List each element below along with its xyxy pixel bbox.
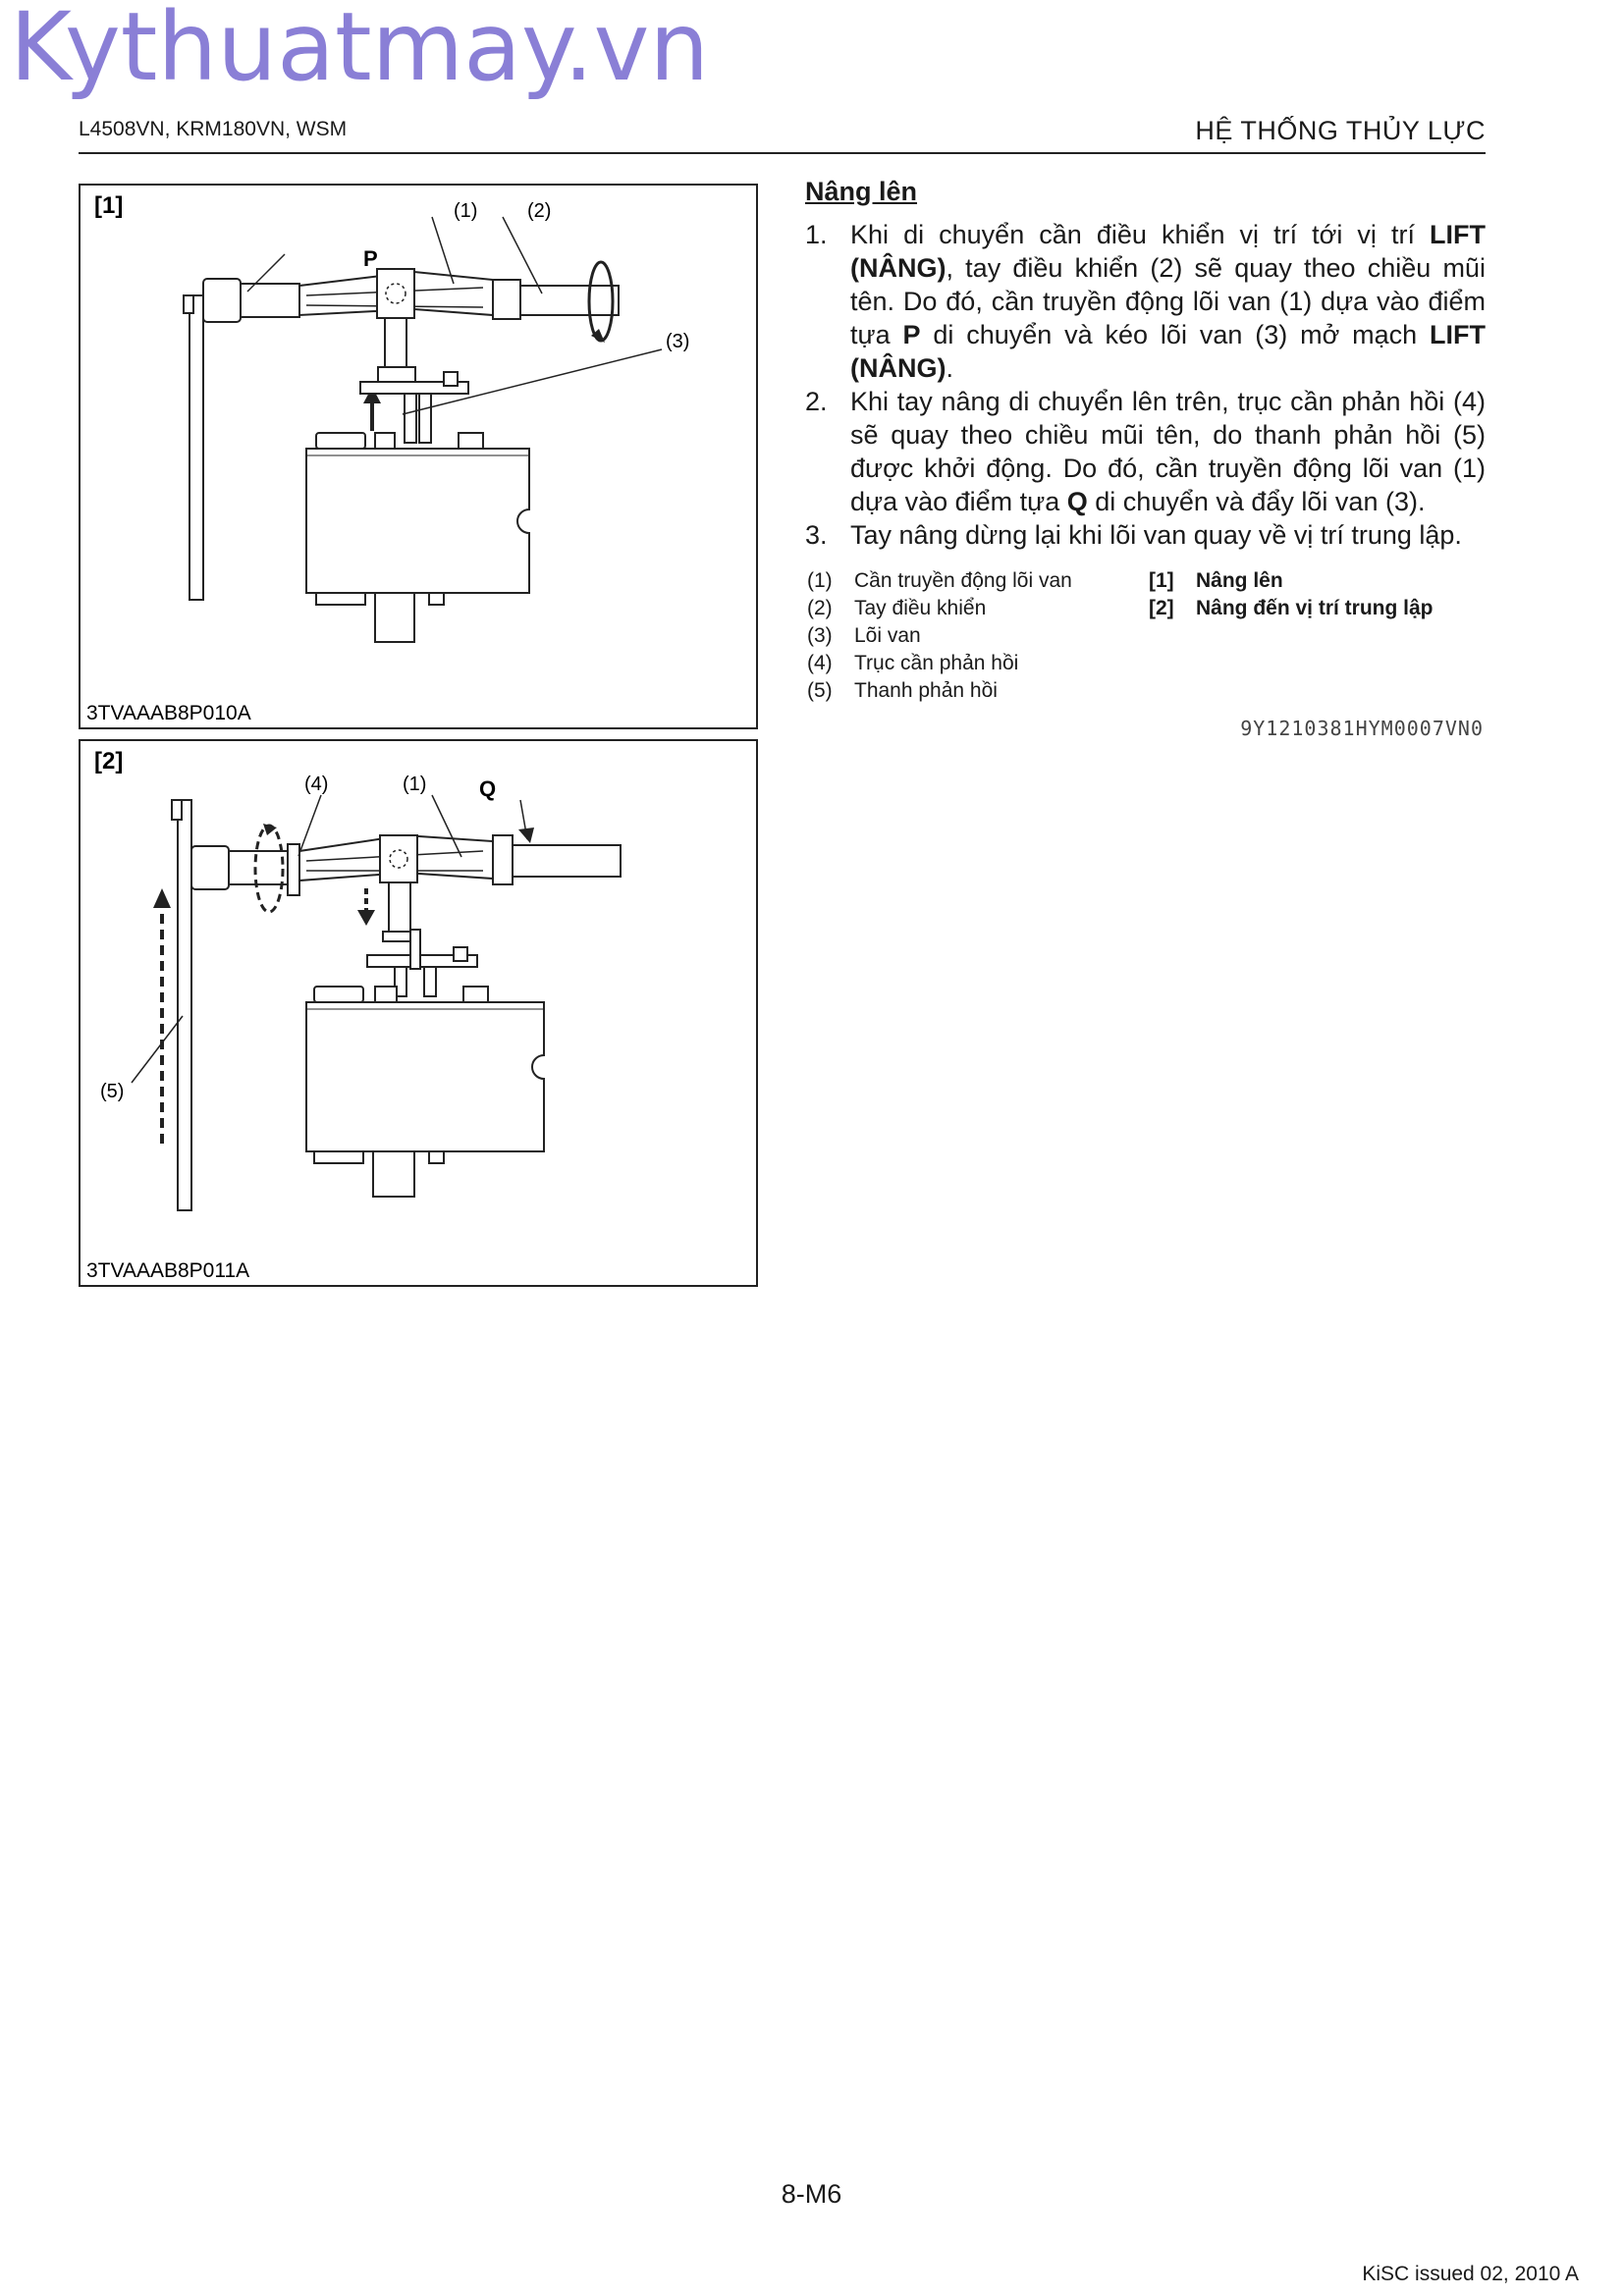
legend-row: [1] Nâng lên — [1149, 567, 1502, 595]
watermark: Kythuatmay.vn — [10, 0, 710, 102]
figure-2-label: [2] — [94, 748, 123, 774]
legend-key: [1] — [1149, 569, 1174, 592]
legend-label: Tay điều khiển — [854, 597, 987, 619]
step-text-bold: LIFT (NÂNG) — [850, 220, 1486, 283]
page-number: 8-M6 — [781, 2179, 842, 2209]
step-number: 2. — [805, 387, 828, 416]
legend-label: Nâng lên — [1196, 569, 1283, 592]
figure-1-callout-3: (3) — [666, 331, 689, 352]
legend-row: [2] Nâng đến vị trí trung lập — [1149, 595, 1502, 622]
steps-list: 1. Khi di chuyển cần điều khiển vị trí t… — [805, 218, 1486, 552]
step-text-bold: Q — [1066, 487, 1088, 516]
figure-2-callout-5: (5) — [100, 1081, 124, 1102]
figure-1-callout-1: (1) — [454, 200, 477, 222]
legend-row: (4) Trục cần phản hồi — [807, 650, 1131, 677]
step-text: Khi di chuyển cần điều khiển vị trí tới … — [850, 220, 1431, 249]
step-text: , tay điều khiển (2) sẽ quay theo chiều … — [850, 253, 1486, 349]
legend-label: Lõi van — [854, 624, 921, 647]
legend-row: (1) Cần truyền động lõi van — [807, 567, 1131, 595]
legend-key: (5) — [807, 679, 833, 702]
figure-1-callout-2: (2) — [527, 200, 551, 222]
step-item: 3. Tay nâng dừng lại khi lõi van quay về… — [805, 518, 1486, 552]
legend-label: Cần truyền động lõi van — [854, 569, 1072, 592]
figures-legend: [1] Nâng lên [2] Nâng đến vị trí trung lập — [1149, 567, 1502, 622]
figure-1-code: 3TVAAAB8P010A — [86, 702, 251, 724]
header-models: L4508VN, KRM180VN, WSM — [79, 118, 348, 140]
step-number: 1. — [805, 220, 828, 249]
figure-2-callout-q: Q — [479, 776, 496, 801]
legend-key: (3) — [807, 624, 833, 647]
figure-1-illustration: [1] — [86, 192, 689, 724]
legend-key: (4) — [807, 652, 833, 674]
figure-2-code: 3TVAAAB8P011A — [86, 1259, 249, 1282]
header-divider — [79, 152, 1486, 154]
legend-label: Thanh phản hồi — [854, 679, 998, 702]
parts-legend: (1) Cần truyền động lõi van (2) Tay điều k… — [807, 567, 1131, 705]
step-text: . — [946, 353, 953, 383]
legend-row: (5) Thanh phản hồi — [807, 677, 1131, 705]
legend-row: (2) Tay điều khiển — [807, 595, 1131, 622]
header-section-title: HỆ THỐNG THỦY LỰC — [1195, 116, 1486, 145]
figure-1: [1] — [79, 184, 758, 729]
step-text: Khi tay nâng di chuyển lên trên, trục cầ… — [850, 387, 1486, 516]
legend-key: (2) — [807, 597, 833, 619]
step-item: 1. Khi di chuyển cần điều khiển vị trí t… — [805, 218, 1486, 385]
figure-2-callout-1: (1) — [403, 774, 426, 795]
figure-2-callout-4: (4) — [304, 774, 328, 795]
step-text-bold: LIFT (NÂNG) — [850, 320, 1487, 383]
issued-note: KiSC issued 02, 2010 A — [1362, 2263, 1579, 2285]
legend-row: (3) Lõi van — [807, 622, 1131, 650]
figure-2: [2] — [79, 739, 758, 1287]
step-text: Tay nâng dừng lại khi lõi van quay về vị… — [850, 520, 1462, 550]
legend-key: (1) — [807, 569, 833, 592]
document-code: 9Y1210381HYM0007VN0 — [1240, 717, 1484, 740]
step-text-bold: P — [902, 320, 921, 349]
step-item: 2. Khi tay nâng di chuyển lên trên, trục… — [805, 385, 1486, 518]
legend-label: Trục cần phản hồi — [854, 652, 1019, 674]
step-text: di chuyển và kéo lõi van (3) mở mạch — [920, 320, 1431, 349]
step-number: 3. — [805, 520, 828, 550]
section-title: Nâng lên — [805, 177, 918, 206]
legend-key: [2] — [1149, 597, 1174, 619]
figure-1-callout-p: P — [363, 246, 378, 271]
legend-label: Nâng đến vị trí trung lập — [1196, 597, 1434, 619]
step-text: di chuyển và đẩy lõi van (3). — [1087, 487, 1426, 516]
figure-1-label: [1] — [94, 192, 123, 219]
figure-2-illustration: [2] — [86, 748, 622, 1282]
